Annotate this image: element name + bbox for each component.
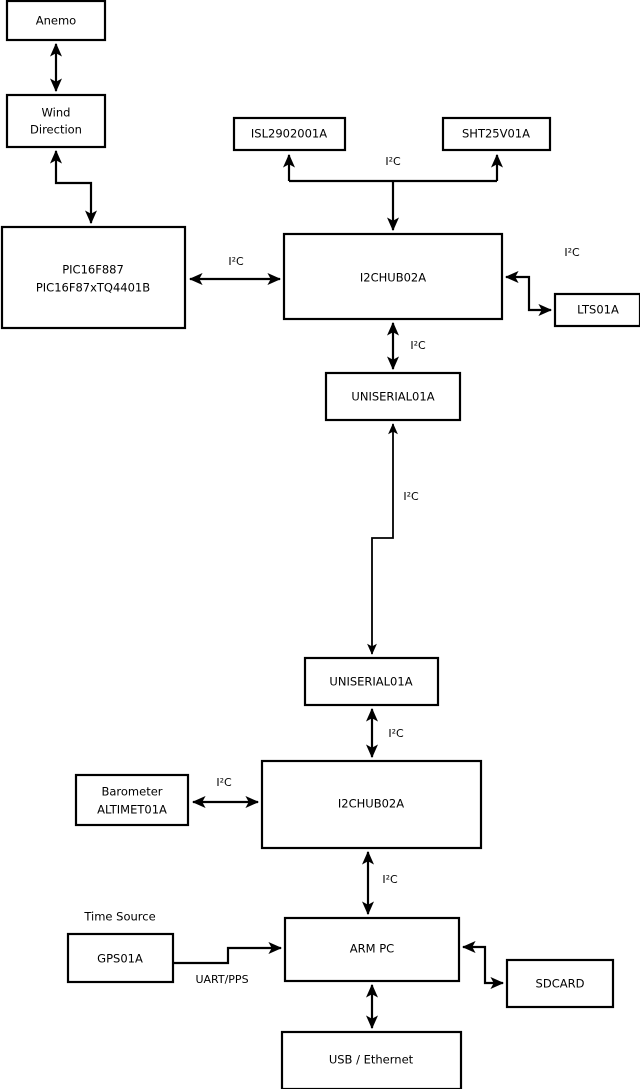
edge-arm-pc-sdcard <box>461 940 505 990</box>
node-lts01a-label: LTS01A <box>577 303 619 317</box>
node-isl2902001a-label: ISL2902001A <box>251 127 327 141</box>
edge-label-i2c-uniserial-link: I²C <box>403 490 419 503</box>
edge-hub-bottom-arm-pc: I²C <box>361 850 398 916</box>
edge-label-i2c-uniserial-hub: I²C <box>388 727 404 740</box>
edge-label-i2c-hub-uniserial: I²C <box>410 339 426 352</box>
edge-barometer-hub-bottom: I²C <box>191 776 260 809</box>
edge-gps-arm-pc: UART/PPS <box>173 941 283 986</box>
node-arm-pc[interactable]: ARM PC <box>283 916 461 983</box>
node-lts01a[interactable]: LTS01A <box>553 292 640 328</box>
node-barometer-altimet01a[interactable]: Barometer ALTIMET01A <box>74 773 190 827</box>
node-arm-pc-label: ARM PC <box>350 942 394 956</box>
edge-label-i2c-pic-hub: I²C <box>228 255 244 268</box>
node-i2chub02a-top-label: I2CHUB02A <box>360 271 426 285</box>
edge-hub-top-lts: I²C <box>504 246 580 317</box>
node-i2chub02a-top[interactable]: I2CHUB02A <box>282 232 504 321</box>
node-wind-direction-label-line2: Direction <box>30 123 82 137</box>
node-isl2902001a[interactable]: ISL2902001A <box>232 116 347 152</box>
edge-label-i2c-lts: I²C <box>564 246 580 259</box>
node-usb-ethernet[interactable]: USB / Ethernet <box>280 1030 463 1089</box>
edge-label-uart-pps: UART/PPS <box>195 973 248 986</box>
edge-hub-top-sensors: I²C <box>282 153 504 232</box>
node-sdcard-label: SDCARD <box>536 977 585 991</box>
node-usb-ethernet-label: USB / Ethernet <box>329 1053 414 1067</box>
node-uniserial01a-top-label: UNISERIAL01A <box>351 390 434 404</box>
edge-label-i2c-sensors: I²C <box>385 155 401 168</box>
node-barometer-label-line2: ALTIMET01A <box>97 803 167 817</box>
label-time-source: Time Source <box>83 910 155 924</box>
edge-hub-top-uniserial-top: I²C <box>386 321 426 371</box>
node-sht25v01a-label: SHT25V01A <box>462 127 530 141</box>
node-uniserial01a-bottom[interactable]: UNISERIAL01A <box>303 656 440 707</box>
edge-wind-direction-pic <box>49 149 98 225</box>
node-anemo[interactable]: Anemo <box>5 0 107 42</box>
node-gps01a[interactable]: GPS01A <box>66 932 175 984</box>
node-barometer-label-line1: Barometer <box>101 785 162 799</box>
node-wind-direction-label-line1: Wind <box>42 106 71 120</box>
edge-uniserial-top-uniserial-bottom: I²C <box>367 423 419 655</box>
node-uniserial01a-bottom-label: UNISERIAL01A <box>329 675 412 689</box>
edge-label-i2c-barometer: I²C <box>216 776 232 789</box>
node-anemo-label: Anemo <box>36 14 76 28</box>
edge-uniserial-bottom-hub-bottom: I²C <box>365 707 404 759</box>
node-pic-label-line2: PIC16F87xTQ4401B <box>36 281 150 295</box>
node-pic-microcontroller[interactable]: PIC16F887 PIC16F87xTQ4401B <box>0 225 187 330</box>
node-wind-direction[interactable]: Wind Direction <box>5 93 107 149</box>
node-sdcard[interactable]: SDCARD <box>505 958 615 1009</box>
node-i2chub02a-bottom[interactable]: I2CHUB02A <box>260 759 483 850</box>
node-i2chub02a-bottom-label: I2CHUB02A <box>338 797 404 811</box>
node-uniserial01a-top[interactable]: UNISERIAL01A <box>324 371 462 422</box>
edge-pic-hub-top: I²C <box>188 255 282 286</box>
node-sht25v01a[interactable]: SHT25V01A <box>441 116 552 152</box>
edge-label-i2c-hub-arm: I²C <box>382 873 398 886</box>
node-gps01a-label: GPS01A <box>97 952 143 966</box>
node-pic-label-line1: PIC16F887 <box>62 263 124 277</box>
